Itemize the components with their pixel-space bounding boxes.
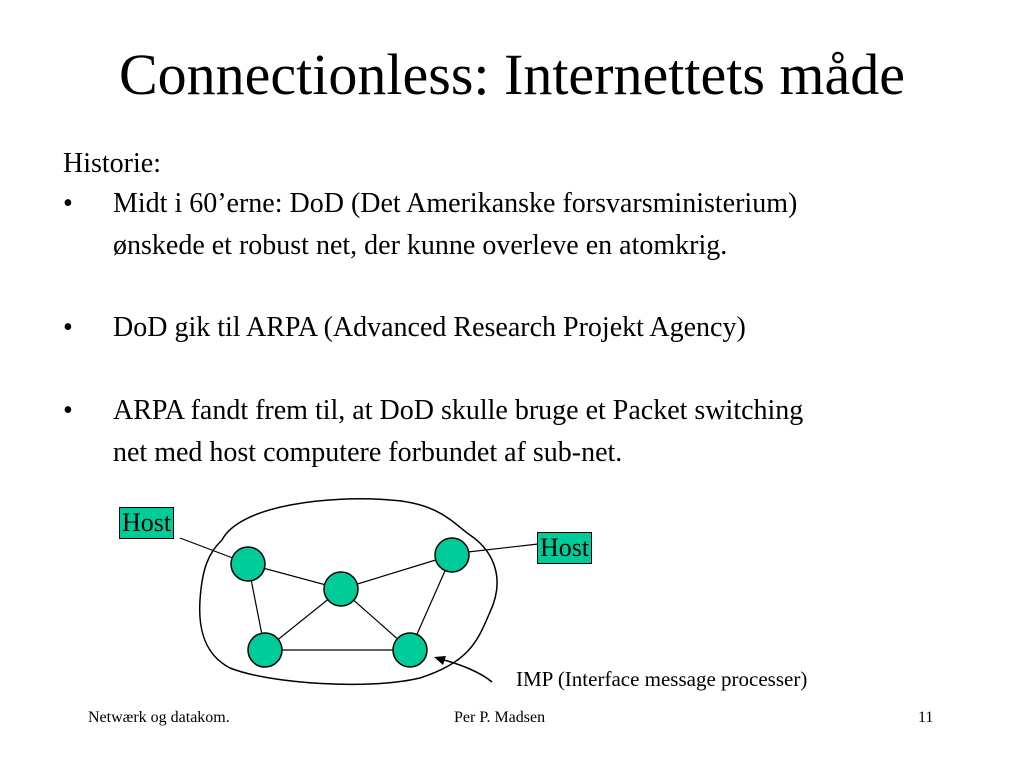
imp-node (247, 632, 283, 668)
host-link-right (467, 543, 539, 553)
bullet-text: DoD gik til ARPA (Advanced Research Proj… (113, 307, 993, 349)
intro-heading: Historie: (63, 148, 161, 179)
bullet-text: ARPA fandt frem til, at DoD skulle bruge… (113, 390, 993, 474)
bullet-line: ønskede et robust net, der kunne overlev… (113, 230, 728, 261)
imp-label: IMP (Interface message processer) (516, 667, 808, 691)
bullet-marker: • (63, 188, 73, 219)
bullet-line: DoD gik til ARPA (Advanced Research Proj… (113, 312, 746, 343)
imp-pointer-arrow (439, 658, 493, 683)
imp-node (323, 571, 359, 607)
host-label-right: Host (537, 532, 593, 564)
imp-node (230, 546, 266, 582)
bullet-line: net med host computere forbundet af sub-… (113, 437, 623, 468)
footer-course: Netwærk og datakom. (88, 709, 230, 726)
bullet-line: ARPA fandt frem til, at DoD skulle bruge… (113, 395, 804, 426)
imp-node (434, 537, 470, 573)
host-label-left: Host (119, 507, 175, 539)
bullet-line: Midt i 60’erne: DoD (Det Amerikanske for… (113, 188, 798, 219)
arrowhead-icon (434, 656, 446, 665)
bullet-marker: • (63, 312, 73, 343)
slide-title: Connectionless: Internettets måde (118, 42, 905, 107)
bullet-text: Midt i 60’erne: DoD (Det Amerikanske for… (113, 183, 993, 267)
host-link-left (179, 537, 239, 561)
imp-node (392, 632, 428, 668)
node-link (340, 554, 453, 590)
subnet-boundary (198, 498, 498, 686)
footer-author: Per P. Madsen (454, 709, 546, 726)
bullet-marker: • (63, 395, 73, 426)
footer-page-number: 11 (918, 709, 934, 726)
